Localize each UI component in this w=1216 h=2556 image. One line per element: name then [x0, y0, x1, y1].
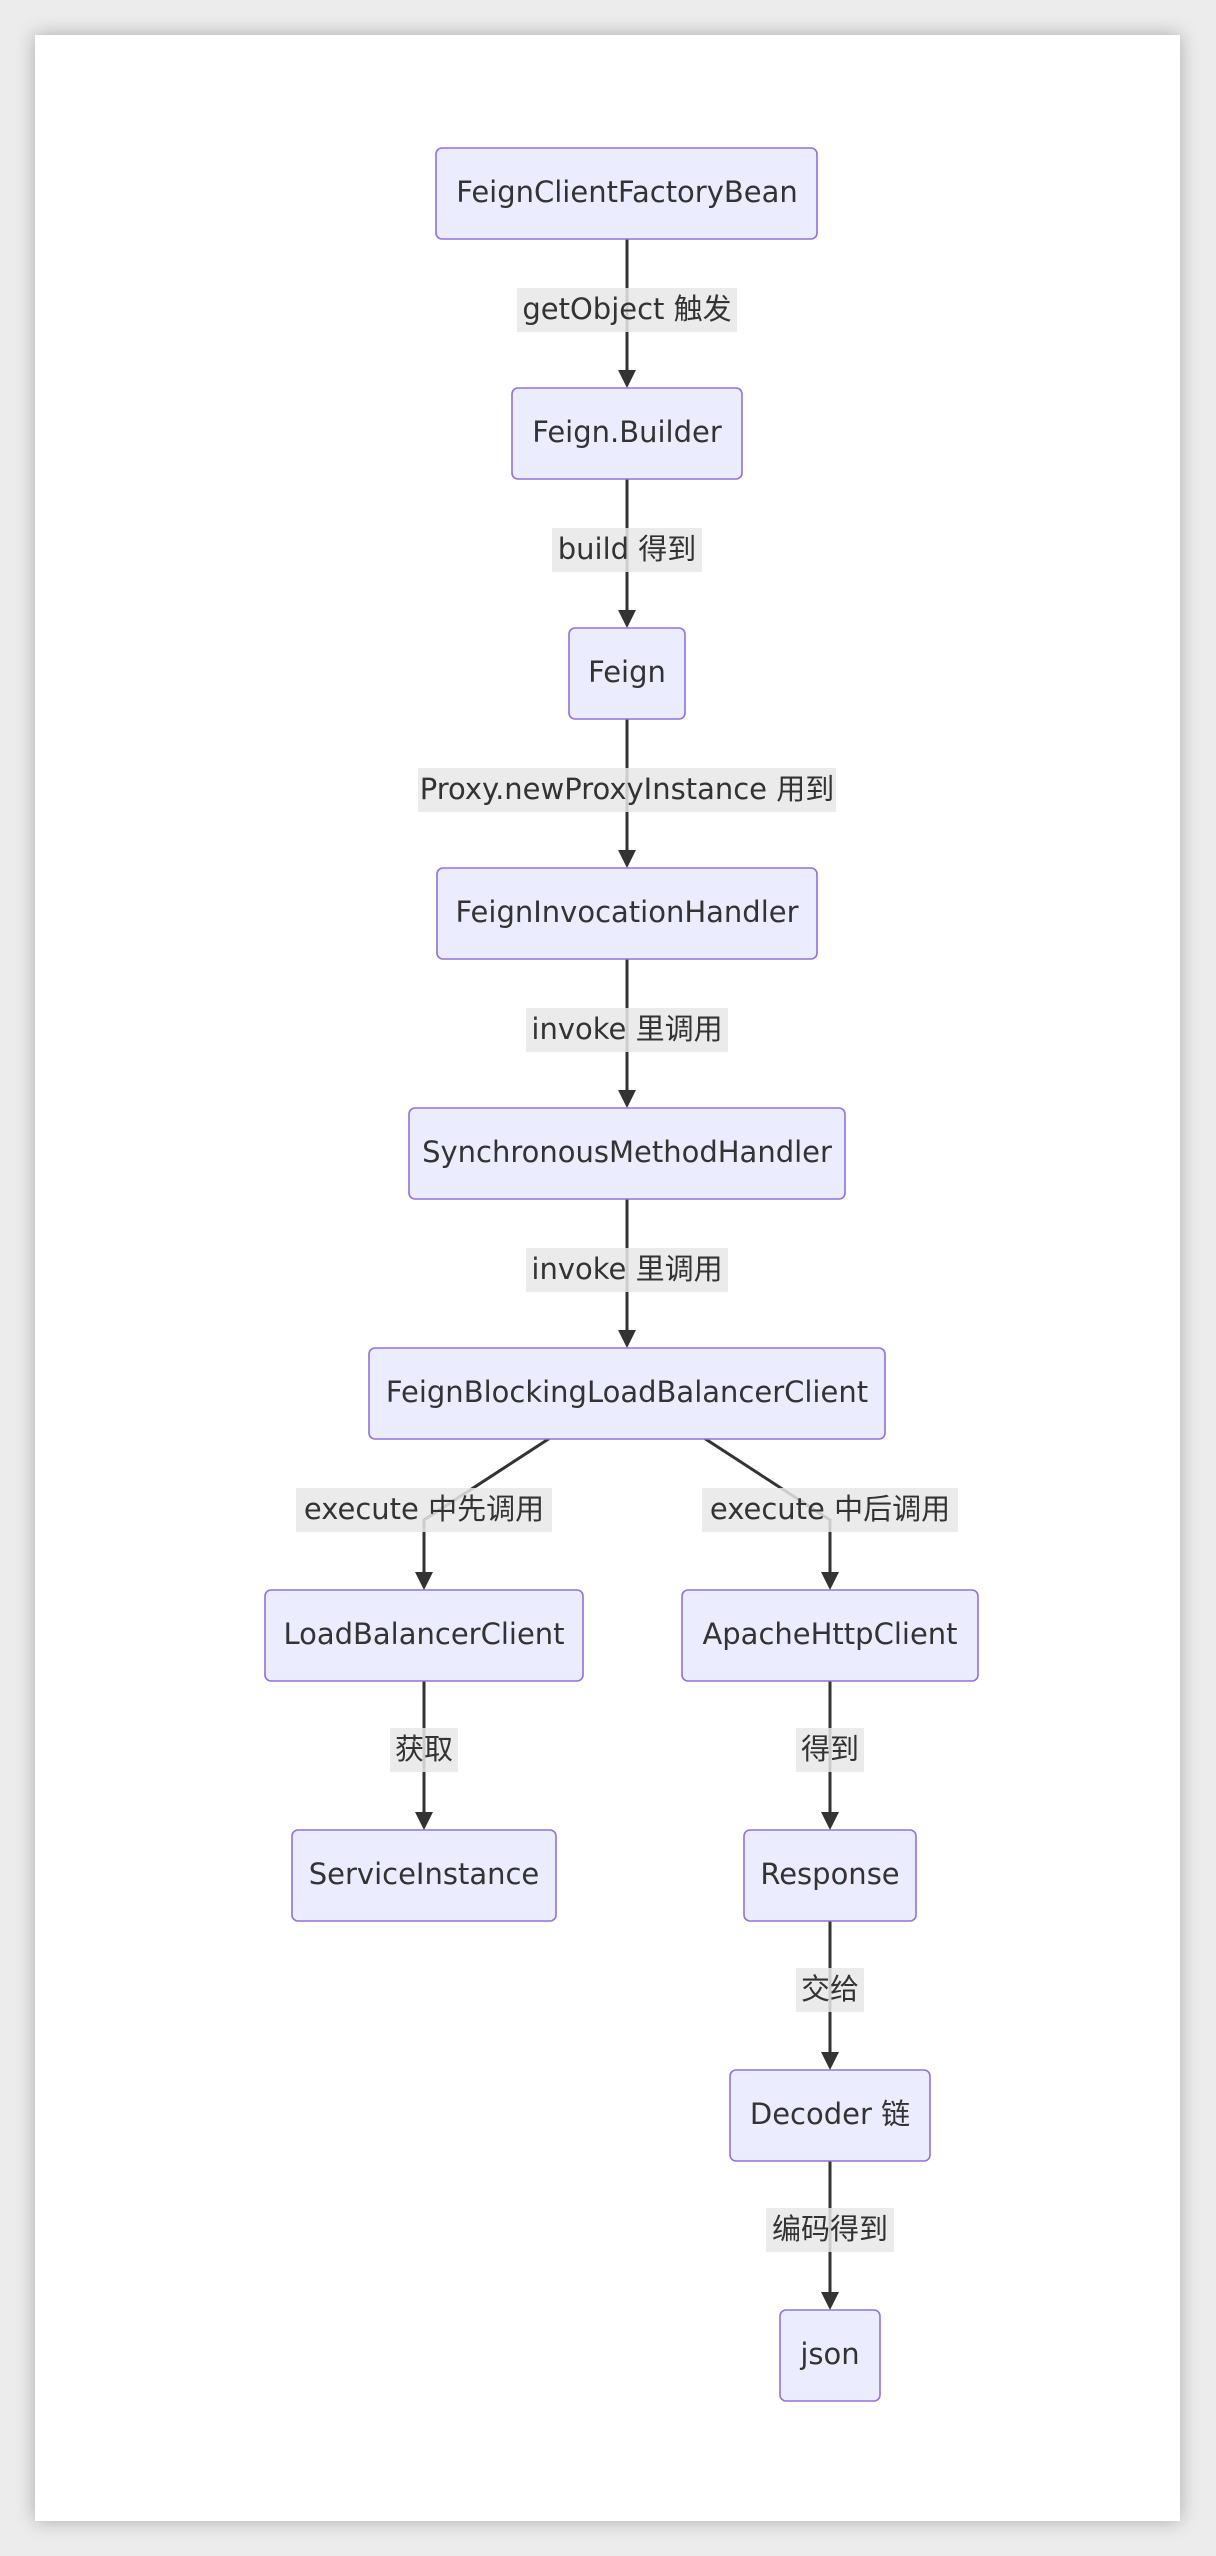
- node-label: Decoder 链: [750, 2097, 910, 2131]
- arrow-head-icon: [618, 1090, 636, 1108]
- arrow-head-icon: [415, 1572, 433, 1590]
- node-feign-invocation-handler: FeignInvocationHandler: [436, 867, 818, 960]
- edge-labels: getObject 触发 build 得到 Proxy.newProxyInst…: [296, 288, 958, 2252]
- node-synchronous-method-handler: SynchronousMethodHandler: [408, 1107, 846, 1200]
- node-feign: Feign: [568, 627, 686, 720]
- arrow-head-icon: [821, 2052, 839, 2070]
- arrow-head-icon: [821, 1812, 839, 1830]
- edge-label-get: 得到: [801, 1732, 859, 1766]
- node-label: LoadBalancerClient: [283, 1617, 564, 1651]
- arrow-head-icon: [618, 850, 636, 868]
- edge-label-proxy: Proxy.newProxyInstance 用到: [420, 772, 834, 806]
- node-feign-client-factory-bean: FeignClientFactoryBean: [435, 147, 818, 240]
- edge-label-invoke-1: invoke 里调用: [531, 1012, 722, 1046]
- node-label: json: [799, 2337, 859, 2371]
- node-label: FeignClientFactoryBean: [456, 175, 798, 209]
- edge-label-build: build 得到: [558, 532, 697, 566]
- arrow-head-icon: [618, 1330, 636, 1348]
- edge-label-execute-first: execute 中先调用: [304, 1492, 544, 1526]
- arrow-head-icon: [821, 2292, 839, 2310]
- node-feign-builder: Feign.Builder: [511, 387, 743, 480]
- edge-label-get-object: getObject 触发: [522, 292, 731, 326]
- node-label: FeignBlockingLoadBalancerClient: [386, 1375, 868, 1409]
- node-json: json: [779, 2309, 881, 2402]
- nodes: FeignClientFactoryBean Feign.Builder Fei…: [264, 147, 979, 2402]
- edge-label-execute-later: execute 中后调用: [710, 1492, 950, 1526]
- edge-label-obtain: 获取: [395, 1732, 453, 1766]
- node-response: Response: [743, 1829, 917, 1922]
- edge-label-invoke-2: invoke 里调用: [531, 1252, 722, 1286]
- node-load-balancer-client: LoadBalancerClient: [264, 1589, 584, 1682]
- node-label: Response: [760, 1857, 899, 1891]
- node-label: Feign.Builder: [532, 415, 722, 449]
- arrow-head-icon: [618, 370, 636, 388]
- arrow-head-icon: [821, 1572, 839, 1590]
- arrow-head-icon: [618, 610, 636, 628]
- node-feign-blocking-lb-client: FeignBlockingLoadBalancerClient: [368, 1347, 886, 1440]
- node-label: ServiceInstance: [309, 1857, 540, 1891]
- node-label: ApacheHttpClient: [702, 1617, 957, 1651]
- arrow-head-icon: [415, 1812, 433, 1830]
- edge-label-decode: 编码得到: [772, 2212, 888, 2246]
- node-label: SynchronousMethodHandler: [422, 1135, 832, 1169]
- arrow-heads: [415, 370, 839, 2310]
- node-service-instance: ServiceInstance: [291, 1829, 557, 1922]
- node-apache-http-client: ApacheHttpClient: [681, 1589, 979, 1682]
- node-decoder: Decoder 链: [729, 2069, 931, 2162]
- edge-label-hand-to: 交给: [801, 1972, 859, 2006]
- node-label: FeignInvocationHandler: [455, 895, 798, 929]
- node-label: Feign: [588, 655, 666, 689]
